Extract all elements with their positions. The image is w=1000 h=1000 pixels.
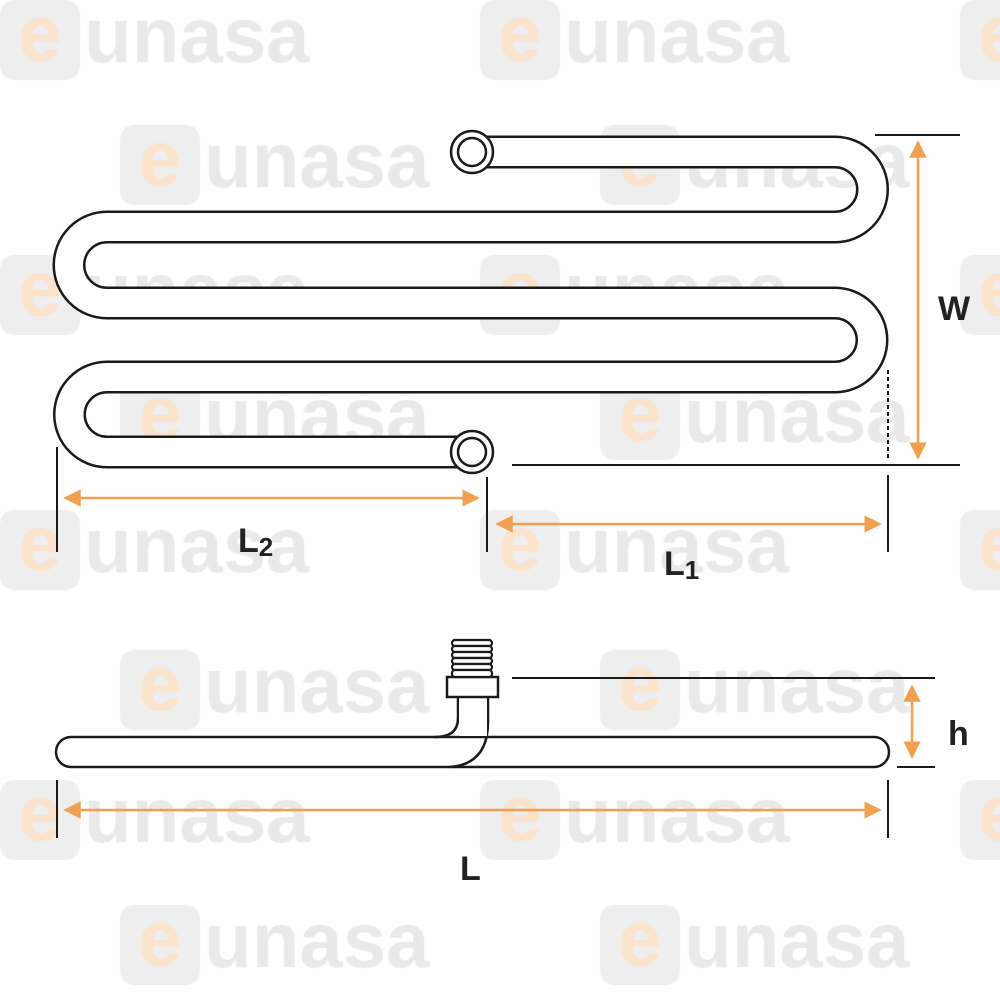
label-l2: L2 (238, 522, 273, 563)
label-l: L (460, 850, 481, 888)
label-l2-sub: 2 (258, 532, 274, 562)
extension-lines-top (56, 134, 960, 552)
heater-element-side-view (54, 638, 891, 769)
heater-element-top-view (52, 135, 889, 469)
fitting-nut (445, 675, 500, 699)
label-w: W (938, 290, 971, 328)
terminal-ring-top (449, 129, 495, 175)
terminal-ring-bottom (449, 429, 495, 475)
label-l1-main: L (664, 545, 685, 583)
label-l1: L1 (664, 545, 699, 586)
label-l2-main: L (238, 522, 259, 560)
label-h: h (948, 715, 969, 753)
extension-lines-bottom (56, 677, 935, 838)
label-l1-sub: 1 (684, 555, 700, 585)
fitting-thread (450, 638, 494, 679)
